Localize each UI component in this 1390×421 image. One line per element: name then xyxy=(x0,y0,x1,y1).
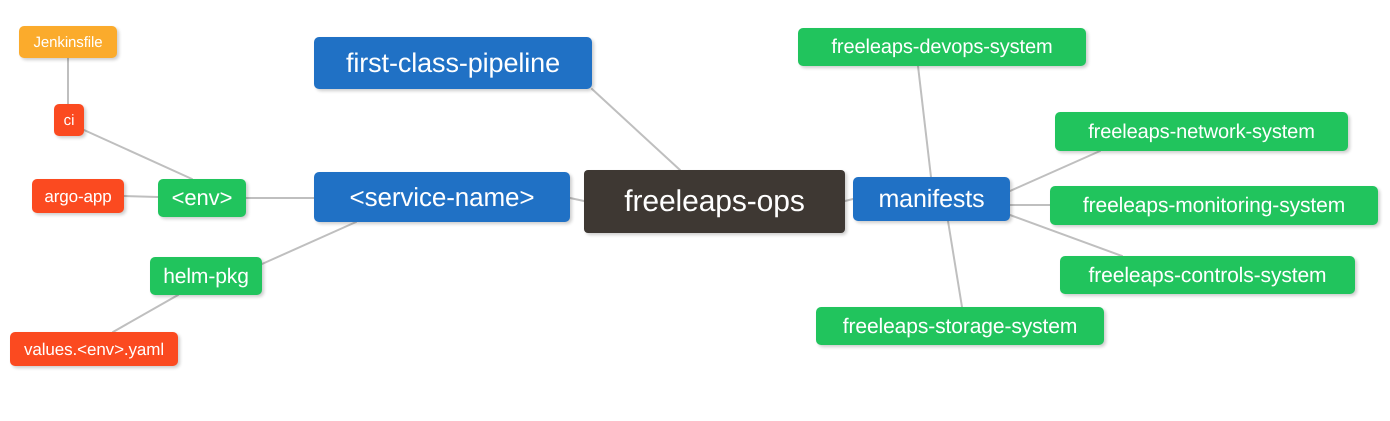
mindmap-node-freeleaps-ops[interactable]: freeleaps-ops xyxy=(584,170,845,233)
mindmap-node-freeleaps-devops-system[interactable]: freeleaps-devops-system xyxy=(798,28,1086,66)
mindmap-node-env[interactable]: <env> xyxy=(158,179,246,217)
mindmap-node-label: freeleaps-controls-system xyxy=(1088,263,1327,287)
edge-manifests-to-freeleaps-storage-system xyxy=(947,220,963,308)
mindmap-node-label: values.<env>.yaml xyxy=(23,339,165,359)
mindmap-node-label: manifests xyxy=(878,184,985,213)
mindmap-node-first-class-pipeline[interactable]: first-class-pipeline xyxy=(314,37,592,89)
edge-freeleaps-ops-to-manifests xyxy=(844,198,854,202)
mindmap-node-freeleaps-controls-system[interactable]: freeleaps-controls-system xyxy=(1060,256,1355,294)
mindmap-node-service-name[interactable]: <service-name> xyxy=(314,172,570,222)
edge-manifests-to-freeleaps-devops-system xyxy=(917,65,932,178)
mindmap-node-helm-pkg[interactable]: helm-pkg xyxy=(150,257,262,295)
mindmap-node-label: helm-pkg xyxy=(163,264,249,288)
mindmap-node-manifests[interactable]: manifests xyxy=(853,177,1010,221)
edge-env-to-argo-app xyxy=(123,195,159,198)
mindmap-node-freeleaps-network-system[interactable]: freeleaps-network-system xyxy=(1055,112,1348,151)
mindmap-node-freeleaps-storage-system[interactable]: freeleaps-storage-system xyxy=(816,307,1104,345)
mindmap-node-label: <env> xyxy=(171,185,233,210)
edge-env-to-ci xyxy=(83,129,193,180)
edge-freeleaps-ops-to-service-name xyxy=(569,197,585,202)
mindmap-node-label: <service-name> xyxy=(349,182,535,212)
mindmap-node-values-env-yaml[interactable]: values.<env>.yaml xyxy=(10,332,178,366)
mindmap-node-freeleaps-monitoring-system[interactable]: freeleaps-monitoring-system xyxy=(1050,186,1378,225)
mindmap-node-label: freeleaps-monitoring-system xyxy=(1082,194,1346,217)
mindmap-node-label: Jenkinsfile xyxy=(33,33,103,51)
mindmap-node-argo-app[interactable]: argo-app xyxy=(32,179,124,213)
edge-service-name-to-helm-pkg xyxy=(261,221,357,265)
mindmap-node-label: argo-app xyxy=(44,186,112,206)
mindmap-node-label: freeleaps-storage-system xyxy=(842,314,1078,338)
mindmap-node-label: ci xyxy=(63,111,75,129)
edge-helm-pkg-to-values-env-yaml xyxy=(112,294,179,333)
edge-freeleaps-ops-to-first-class-pipeline xyxy=(591,88,681,171)
mindmap-node-label: first-class-pipeline xyxy=(345,47,561,78)
mindmap-node-label: freeleaps-devops-system xyxy=(831,36,1053,58)
mindmap-node-label: freeleaps-ops xyxy=(624,184,805,218)
mindmap-node-label: freeleaps-network-system xyxy=(1088,120,1315,143)
mindmap-node-ci[interactable]: ci xyxy=(54,104,84,136)
mindmap-node-jenkinsfile[interactable]: Jenkinsfile xyxy=(19,26,117,58)
edge-manifests-to-freeleaps-network-system xyxy=(1009,150,1101,192)
